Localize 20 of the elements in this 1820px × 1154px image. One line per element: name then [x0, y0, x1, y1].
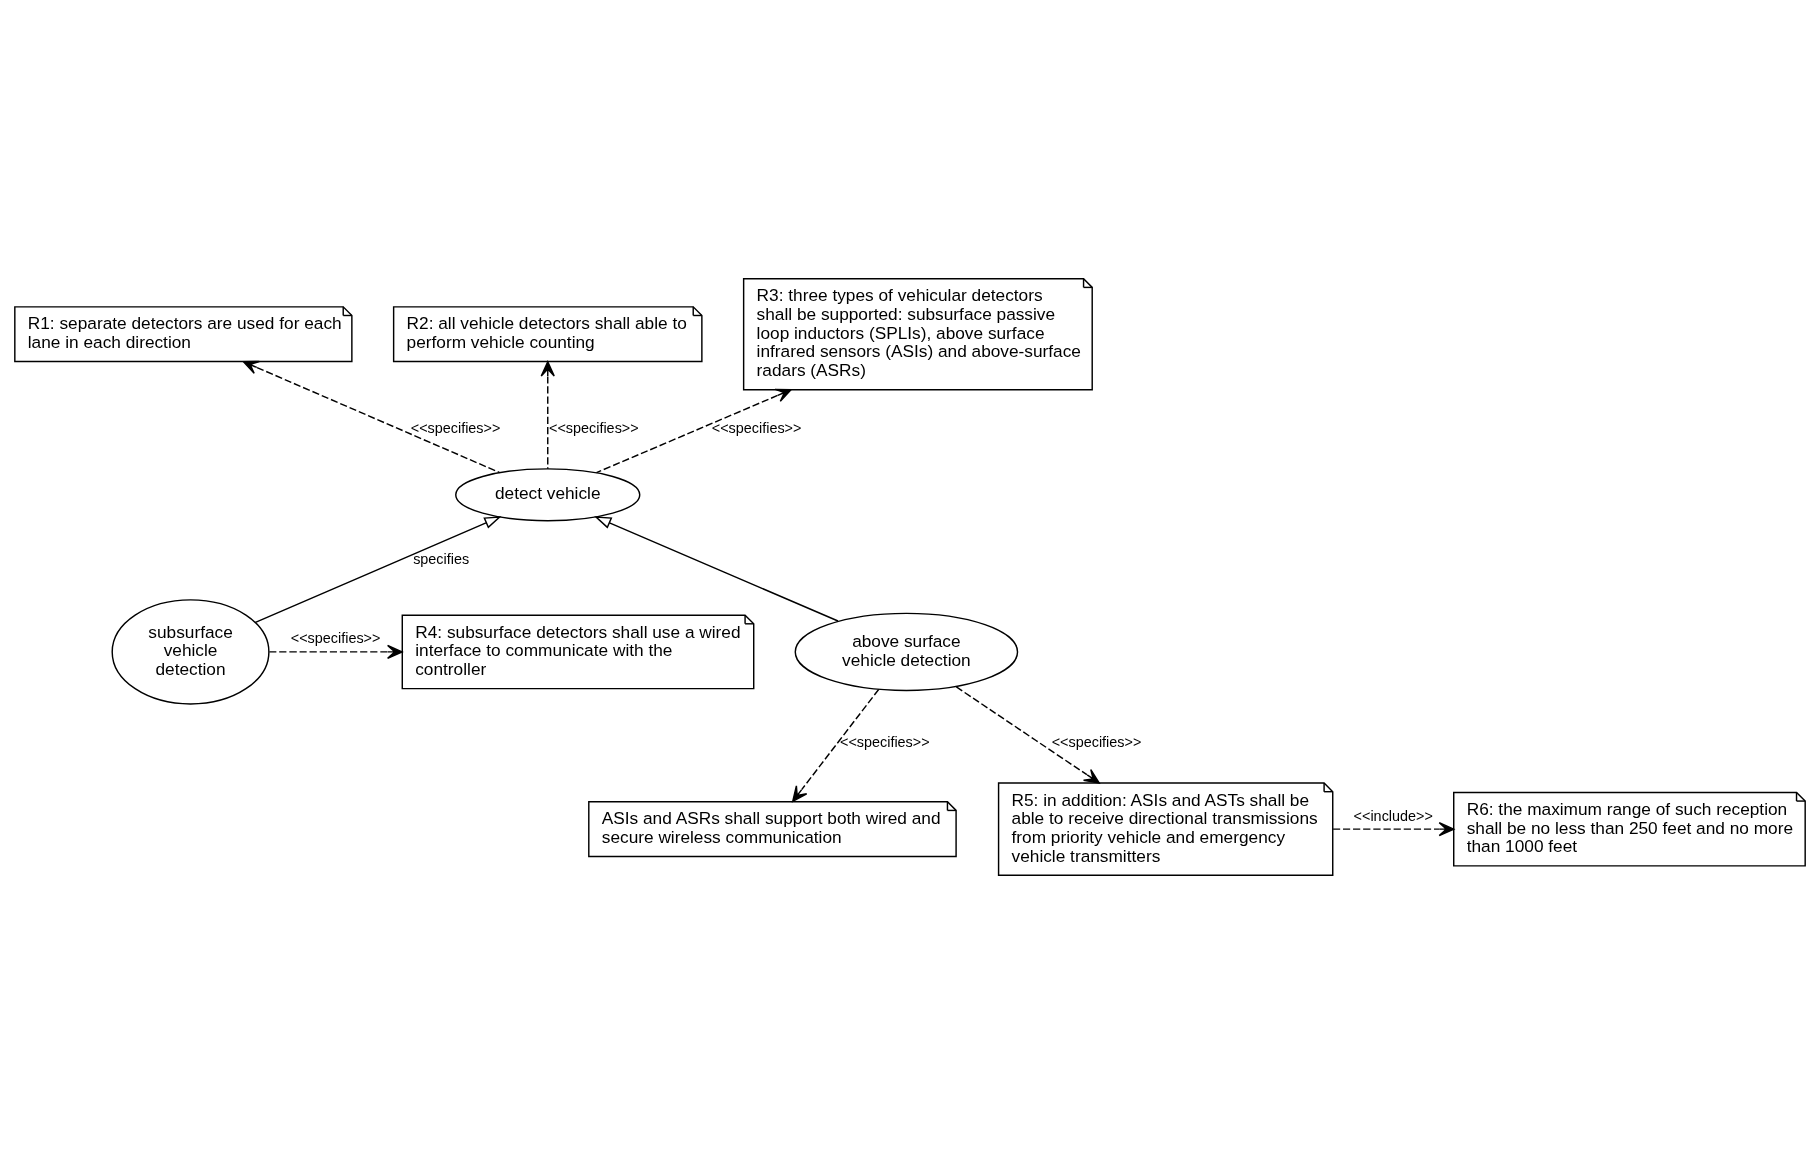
edge-label: <<specifies>> [839, 734, 930, 751]
edge-label: specifies [413, 550, 470, 567]
node-ellipse: subsurface vehicle detection [111, 599, 270, 705]
node-ellipse: above surface vehicle detection [794, 612, 1019, 692]
arrow [268, 644, 403, 660]
edge-label: <<specifies>> [711, 419, 802, 436]
arrow [254, 516, 502, 624]
edge-label: <<specifies>> [290, 630, 381, 647]
arrow [595, 388, 792, 474]
node-ellipse: detect vehicle [455, 468, 641, 522]
arrow [955, 686, 1100, 784]
arrow [792, 688, 880, 802]
arrow [540, 360, 555, 470]
edge-label: <<specifies>> [549, 419, 639, 436]
arrow [594, 516, 839, 622]
edge-label: <<specifies>> [1051, 734, 1142, 751]
edge-label: <<include>> [1353, 807, 1433, 824]
arrow [242, 360, 501, 474]
arrow [1332, 821, 1455, 837]
edge-label: <<specifies>> [410, 419, 501, 436]
